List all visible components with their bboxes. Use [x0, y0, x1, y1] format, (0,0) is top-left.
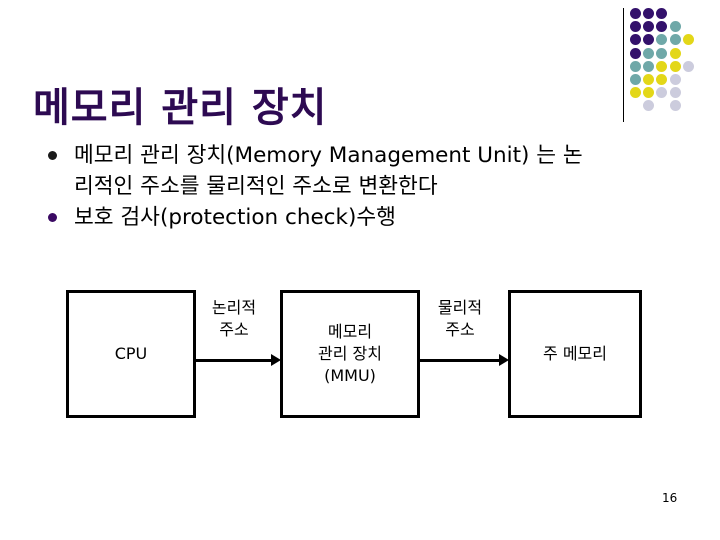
decorative-dot: [630, 21, 641, 33]
decorative-dot: [669, 21, 681, 33]
diagram-node-main-memory: 주 메모리: [508, 290, 642, 418]
list-item: 보호 검사(protection check)수행: [47, 202, 687, 233]
arrow-head-icon: [271, 354, 281, 366]
list-item-label: 보호 검사(protection check)수행: [74, 205, 396, 230]
decorative-dot: [643, 74, 655, 85]
decorative-dot: [643, 100, 655, 112]
decorative-dot: [656, 74, 668, 85]
decorative-dot: [630, 87, 641, 99]
arrow-head-icon: [499, 354, 509, 366]
decorative-dot: [630, 34, 641, 46]
decorative-dot: [643, 47, 655, 59]
diagram-node-mmu: 메모리 관리 장치 (MMU): [280, 290, 420, 418]
decorative-dot: [669, 60, 681, 72]
decorative-dot: [643, 21, 655, 33]
list-item: 메모리 관리 장치(Memory Management Unit) 는 논 리적…: [47, 140, 687, 202]
decorative-dot: [630, 74, 641, 85]
decorative-dot: [656, 60, 668, 72]
decorative-dot: [656, 34, 668, 46]
bullet-list: 메모리 관리 장치(Memory Management Unit) 는 논 리적…: [47, 140, 687, 233]
diagram-node-label: 메모리 관리 장치 (MMU): [318, 322, 382, 385]
decorative-dot: [630, 60, 641, 72]
decorative-dot: [669, 47, 681, 59]
diagram-node-cpu: CPU: [66, 290, 196, 418]
header-divider-rule: [623, 8, 624, 122]
decorative-dot: [656, 47, 668, 59]
decorative-dot: [643, 60, 655, 72]
decorative-dot-grid: [630, 8, 710, 120]
bullet-marker-icon: [48, 213, 57, 222]
bullet-marker-icon: [48, 151, 57, 160]
decorative-dot: [643, 87, 655, 99]
decorative-dot: [656, 21, 668, 33]
page-number: 16: [662, 491, 678, 505]
decorative-dot: [669, 100, 681, 112]
decorative-dot: [682, 60, 694, 72]
decorative-dot: [669, 87, 681, 99]
decorative-dot: [682, 34, 694, 46]
diagram-arrow-mmu-to-memory: [420, 359, 500, 362]
decorative-dot: [669, 34, 681, 46]
page-title: 메모리 관리 장치: [33, 84, 328, 131]
decorative-dot: [656, 8, 668, 19]
list-item-label: 메모리 관리 장치(Memory Management Unit) 는 논 리적…: [74, 143, 583, 199]
diagram-node-label: 주 메모리: [543, 344, 607, 363]
decorative-dot: [669, 74, 681, 85]
decorative-dot: [643, 8, 655, 19]
diagram-edge-label-logical-address: 논리적 주소: [211, 298, 257, 339]
decorative-dot: [630, 8, 641, 19]
decorative-dot: [630, 47, 641, 59]
decorative-dot: [643, 34, 655, 46]
diagram-node-label: CPU: [114, 344, 148, 363]
diagram-arrow-cpu-to-mmu: [196, 359, 272, 362]
decorative-dot: [656, 87, 668, 99]
diagram-edge-label-physical-address: 물리적 주소: [437, 298, 483, 339]
